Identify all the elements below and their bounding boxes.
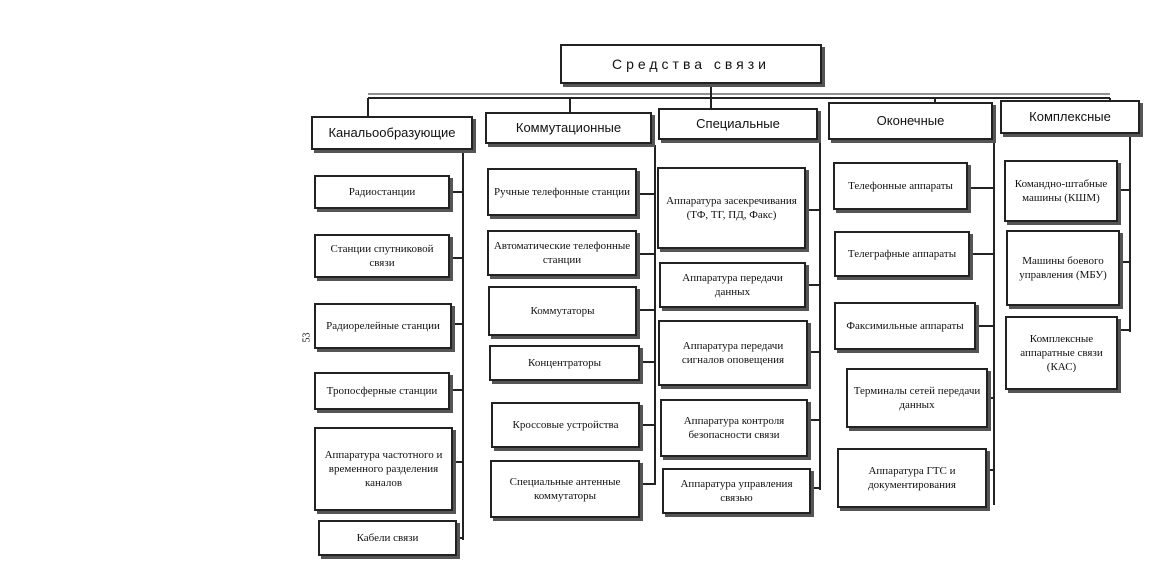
item-complex-equipment-stations: Комплексные аппаратные связи (КАС)	[1005, 316, 1118, 390]
category-channel-forming: Канальообразующие	[311, 116, 473, 150]
item-troposphere-stations: Тропосферные станции	[314, 372, 450, 410]
item-antenna-switches: Специальные антенные коммутаторы	[490, 460, 640, 518]
item-security-control-equipment: Аппаратура контроля безопасности связи	[660, 399, 808, 457]
item-concentrators: Концентраторы	[489, 345, 640, 381]
category-switching: Коммутационные	[485, 112, 652, 144]
item-switchboards: Коммутаторы	[488, 286, 637, 336]
item-satellite-stations: Станции спутниковой связи	[314, 234, 450, 278]
category-complex: Комплексные	[1000, 100, 1140, 134]
item-automatic-telephone-stations: Автоматические телефонные станции	[487, 230, 637, 276]
item-command-staff-vehicles: Командно-штабные машины (КШМ)	[1004, 160, 1118, 222]
item-telegraph-sets: Телеграфные аппараты	[834, 231, 970, 277]
item-data-network-terminals: Терминалы сетей передачи данных	[846, 368, 988, 428]
item-cross-devices: Кроссовые устройства	[491, 402, 640, 448]
item-fax-sets: Факсимильные аппараты	[834, 302, 976, 350]
category-terminal: Оконечные	[828, 102, 993, 140]
item-communication-management-equipment: Аппаратура управления связью	[662, 468, 811, 514]
item-data-transmission-equipment: Аппаратура передачи данных	[659, 262, 806, 308]
page-mark: 53	[301, 332, 313, 343]
item-radio-relay-stations: Радиорелейные станции	[314, 303, 452, 349]
item-telephone-sets: Телефонные аппараты	[833, 162, 968, 210]
item-combat-control-vehicles: Машины боевого управления (МБУ)	[1006, 230, 1120, 306]
root-box: Средства связи	[560, 44, 822, 84]
item-gts-documenting-equipment: Аппаратура ГТС и документирования	[837, 448, 987, 508]
category-special: Специальные	[658, 108, 818, 140]
item-multiplexing-equipment: Аппаратура частотного и временного разде…	[314, 427, 453, 511]
item-encryption-equipment: Аппаратура засекречивания (ТФ, ТГ, ПД, Ф…	[657, 167, 806, 249]
item-alert-signal-equipment: Аппаратура передачи сигналов оповещения	[658, 320, 808, 386]
item-manual-telephone-stations: Ручные телефонные станции	[487, 168, 637, 216]
item-communication-cables: Кабели связи	[318, 520, 457, 556]
item-radio-stations: Радиостанции	[314, 175, 450, 209]
